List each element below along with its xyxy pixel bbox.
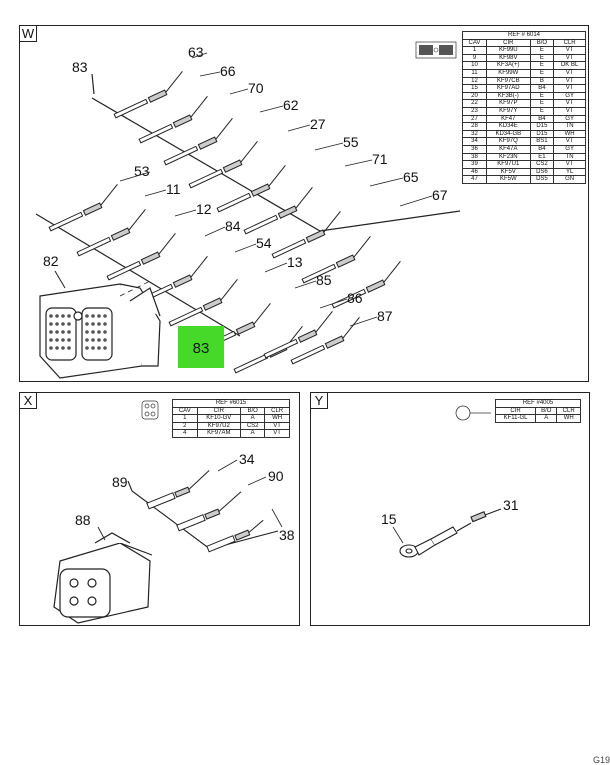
highlight-83-label: 83 [192, 340, 210, 357]
ref-table-w-cell: 47 [462, 175, 487, 184]
ring-terminal-thumbnail-icon [455, 405, 491, 421]
panel-y-drawing: 15 31 [381, 405, 519, 558]
ref-table-y-cell: WH [556, 414, 581, 423]
ring-terminal-15-icon [399, 508, 502, 558]
highlight-83: 83 [178, 326, 224, 368]
ref-table-x-cell: VT [264, 429, 290, 438]
connector-88-icon [53, 526, 153, 624]
callout-38: 38 [279, 527, 295, 543]
connector-thumbnail-icon [415, 41, 457, 59]
bracket-line-lower [35, 213, 241, 337]
callout-62: 62 [283, 97, 299, 113]
callout-71: 71 [372, 151, 388, 167]
callout-27: 27 [310, 116, 326, 132]
callout-66: 66 [220, 63, 236, 79]
panel-x-drawing: 34 89 90 88 38 [53, 400, 295, 624]
callout-13: 13 [287, 254, 303, 270]
ref-table-x-cell: A [240, 429, 266, 438]
callout-55: 55 [343, 134, 359, 150]
callout-89: 89 [112, 474, 128, 490]
callout-11: 11 [166, 181, 181, 197]
callout-84: 84 [225, 218, 241, 234]
callout-54: 54 [256, 235, 272, 251]
callout-86: 86 [347, 290, 363, 306]
callout-70: 70 [248, 80, 264, 96]
callout-85: 85 [316, 272, 332, 288]
callout-90: 90 [268, 468, 284, 484]
callout-87: 87 [377, 308, 393, 324]
callout-67: 67 [432, 187, 448, 203]
callout-63: 63 [188, 44, 204, 60]
callout-88: 88 [75, 512, 91, 528]
callout-82: 82 [43, 253, 59, 269]
callout-53: 53 [134, 163, 150, 179]
panel-w-drawing: 83 63 66 70 62 27 55 71 65 67 53 11 12 8… [35, 41, 461, 379]
ref-table-w-cell: GN [553, 175, 586, 184]
ref-table-w-cell: KF5W [486, 175, 531, 184]
callout-15: 15 [381, 511, 397, 527]
panel-y-tag: Y [311, 393, 328, 409]
callout-65: 65 [403, 169, 419, 185]
connector-82-icon [39, 270, 161, 379]
callout-12: 12 [196, 201, 212, 217]
panel-x-tag: X [20, 393, 37, 409]
callout-34: 34 [239, 451, 255, 467]
page-corner-label: G19 [592, 755, 610, 765]
callout-31: 31 [503, 497, 519, 513]
connector-thumbnail-x-icon [141, 400, 159, 420]
panel-w-tag: W [20, 26, 37, 42]
callout-83-top: 83 [72, 59, 88, 75]
ref-table-y-cell: A [535, 414, 558, 423]
